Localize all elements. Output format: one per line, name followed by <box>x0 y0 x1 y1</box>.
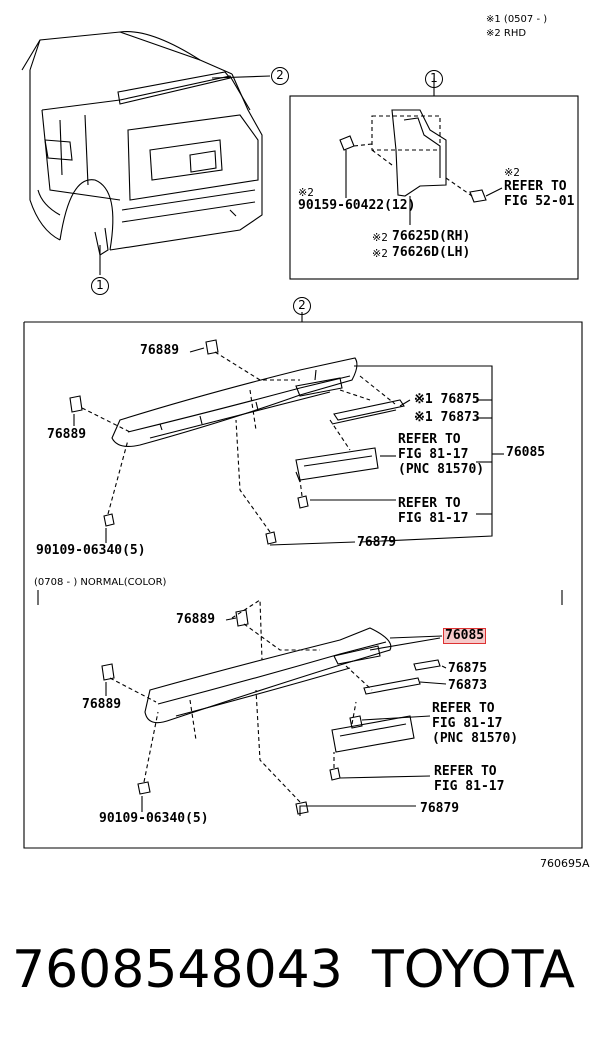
s1-bolt-mark: ※2 <box>298 186 314 199</box>
lower-refer-a1[interactable]: REFER TO <box>432 701 495 716</box>
upper-refer-a2[interactable]: FIG 81-17 <box>398 447 469 462</box>
s1-rh-mark: ※2 <box>372 231 388 244</box>
lower-76889-left[interactable]: 76889 <box>82 697 122 712</box>
note-2: ※2 RHD <box>486 28 527 39</box>
lower-76879[interactable]: 76879 <box>420 801 460 816</box>
note-1: ※1 (0507 - ) <box>486 14 548 25</box>
footer-part-number: 7608548043 <box>12 940 343 1000</box>
s1-refer-line2[interactable]: FIG 52-01 <box>504 194 575 209</box>
lower-refer-b1[interactable]: REFER TO <box>434 764 497 779</box>
callout-1-box: 1 <box>425 70 443 88</box>
upper-76873[interactable]: ※1 76873 <box>414 410 480 425</box>
lower-76875[interactable]: 76875 <box>448 661 488 676</box>
s1-refer-line1[interactable]: REFER TO <box>504 179 567 194</box>
lower-header: (0708 - ) NORMAL(COLOR) <box>34 577 167 588</box>
s1-lh-part[interactable]: 76626D(LH) <box>392 245 471 260</box>
lower-76873[interactable]: 76873 <box>448 678 488 693</box>
lower-refer-b2[interactable]: FIG 81-17 <box>434 779 505 794</box>
mudguard-drawing <box>339 109 503 225</box>
callout-2-vehicle: 2 <box>271 67 289 85</box>
callout-1-vehicle: 1 <box>91 277 109 295</box>
s1-rh-part[interactable]: 76625D(RH) <box>392 229 471 244</box>
lower-76889-top[interactable]: 76889 <box>176 612 216 627</box>
s1-refer-mark: ※2 <box>504 166 520 179</box>
upper-76889-left[interactable]: 76889 <box>47 427 87 442</box>
upper-refer-b1[interactable]: REFER TO <box>398 496 461 511</box>
upper-refer-a1[interactable]: REFER TO <box>398 432 461 447</box>
footer-brand: TOYOTA <box>372 940 575 1000</box>
upper-screw[interactable]: 90109-06340(5) <box>36 543 146 558</box>
callout-2-section: 2 <box>293 297 311 315</box>
s1-bolt-part[interactable]: 90159-60422(12) <box>298 198 416 213</box>
upper-refer-b2[interactable]: FIG 81-17 <box>398 511 469 526</box>
lower-refer-a3[interactable]: (PNC 81570) <box>432 731 519 746</box>
s1-lh-mark: ※2 <box>372 247 388 260</box>
upper-refer-a3[interactable]: (PNC 81570) <box>398 462 485 477</box>
lower-76085-highlighted[interactable]: 76085 <box>443 628 487 644</box>
upper-76875[interactable]: ※1 76875 <box>414 392 480 407</box>
upper-76085[interactable]: 76085 <box>506 445 546 460</box>
upper-spoiler-drawing <box>69 339 504 546</box>
lower-refer-a2[interactable]: FIG 81-17 <box>432 716 503 731</box>
diagram-id: 760695A <box>540 857 590 870</box>
lower-screw[interactable]: 90109-06340(5) <box>99 811 209 826</box>
upper-76879[interactable]: 76879 <box>357 535 397 550</box>
vehicle-rear-drawing <box>21 31 263 275</box>
lower-spoiler-drawing <box>101 599 447 816</box>
upper-76889-top[interactable]: 76889 <box>140 343 180 358</box>
